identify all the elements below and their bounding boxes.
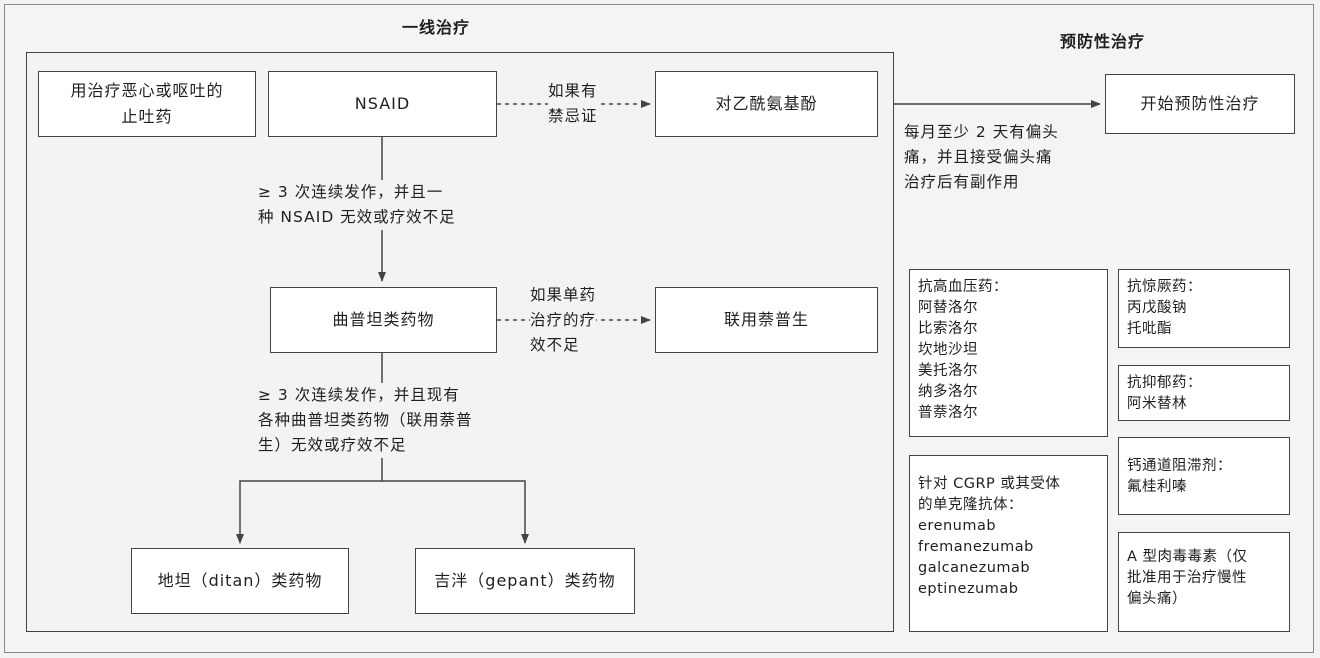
antiemetic-line-2: 止吐药 — [121, 107, 173, 126]
ditan-box: 地坦（ditan）类药物 — [131, 548, 349, 614]
antiemetic-box: 用治疗恶心或呕吐的 止吐药 — [38, 71, 256, 137]
acetaminophen-label: 对乙酰氨基酚 — [715, 94, 818, 113]
label-monotherapy-line-2: 治疗的疗 — [530, 311, 597, 329]
label-preventive-criteria-line-3: 治疗后有副作用 — [904, 173, 1020, 191]
anticonvulsants-item-2: 托吡酯 — [1127, 321, 1172, 337]
cgrp-antibodies-box: 针对 CGRP 或其受体 的单克隆抗体： erenumab fremanezum… — [909, 455, 1108, 632]
antihypertensives-item-2: 比索洛尔 — [918, 321, 978, 337]
nsaid-box: NSAID — [268, 71, 497, 137]
label-triptan-failure-line-3: 生）无效或疗效不足 — [258, 436, 407, 454]
antihypertensives-item-1: 阿替洛尔 — [918, 300, 978, 316]
label-triptan-failure-line-1: ≥ 3 次连续发作，并且现有 — [258, 386, 460, 404]
naproxen-combo-box: 联用萘普生 — [655, 287, 878, 353]
triptan-box: 曲普坦类药物 — [270, 287, 497, 353]
naproxen-combo-label: 联用萘普生 — [723, 310, 809, 329]
cgrp-item-galcanezumab: galcanezumab — [918, 560, 1031, 576]
arrow-triptan-to-gepant — [382, 480, 529, 544]
label-nsaid-failure-line-2: 种 NSAID 无效或疗效不足 — [258, 208, 456, 226]
acetaminophen-box: 对乙酰氨基酚 — [655, 71, 878, 137]
botox-line-3: 偏头痛） — [1127, 591, 1187, 607]
botox-line-1: A 型肉毒毒素（仅 — [1127, 549, 1248, 565]
calcium-blockers-box: 钙通道阻滞剂： 氟桂利嗪 — [1118, 437, 1290, 515]
label-monotherapy-line-1: 如果单药 — [530, 286, 597, 304]
cgrp-item-fremanezumab: fremanezumab — [918, 539, 1034, 555]
first-line-title: 一线治疗 — [402, 18, 471, 37]
start-preventive-box: 开始预防性治疗 — [1105, 74, 1295, 134]
anticonvulsants-box: 抗惊厥药： 丙戊酸钠 托吡酯 — [1118, 269, 1290, 348]
label-contraindication-line-2: 禁忌证 — [548, 107, 598, 125]
gepant-box: 吉泮（gepant）类药物 — [415, 548, 635, 614]
antihypertensives-heading: 抗高血压药： — [918, 279, 1008, 295]
antidepressants-item-1: 阿米替林 — [1127, 396, 1187, 412]
antihypertensives-item-5: 纳多洛尔 — [918, 384, 978, 400]
label-triptan-failure-line-2: 各种曲普坦类药物（联用萘普 — [258, 411, 473, 429]
calcium-blockers-item-1: 氟桂利嗪 — [1127, 479, 1187, 495]
cgrp-heading-line-2: 的单克隆抗体： — [918, 497, 1023, 513]
antidepressants-heading: 抗抑郁药： — [1127, 375, 1202, 391]
triptan-label: 曲普坦类药物 — [332, 310, 435, 329]
preventive-title: 预防性治疗 — [1060, 32, 1146, 51]
anticonvulsants-item-1: 丙戊酸钠 — [1127, 300, 1187, 316]
start-preventive-label: 开始预防性治疗 — [1140, 94, 1260, 113]
label-monotherapy-insufficient: 如果单药 治疗的疗 效不足 — [530, 283, 597, 358]
gepant-label: 吉泮（gepant）类药物 — [434, 571, 616, 590]
label-nsaid-failure-line-1: ≥ 3 次连续发作，并且一 — [258, 183, 444, 201]
botox-box: A 型肉毒毒素（仅 批准用于治疗慢性 偏头痛） — [1118, 532, 1290, 632]
label-contraindication: 如果有 禁忌证 — [548, 79, 598, 129]
antiemetic-line-1: 用治疗恶心或呕吐的 — [70, 81, 224, 100]
cgrp-heading-line-1: 针对 CGRP 或其受体 — [918, 476, 1061, 492]
label-nsaid-failure: ≥ 3 次连续发作，并且一 种 NSAID 无效或疗效不足 — [258, 180, 456, 230]
label-contraindication-line-1: 如果有 — [548, 82, 598, 100]
label-triptan-failure: ≥ 3 次连续发作，并且现有 各种曲普坦类药物（联用萘普 生）无效或疗效不足 — [258, 383, 473, 458]
calcium-blockers-heading: 钙通道阻滞剂： — [1127, 458, 1232, 474]
anticonvulsants-heading: 抗惊厥药： — [1127, 279, 1202, 295]
cgrp-item-eptinezumab: eptinezumab — [918, 581, 1019, 597]
nsaid-label: NSAID — [354, 94, 411, 113]
botox-line-2: 批准用于治疗慢性 — [1127, 570, 1247, 586]
ditan-label: 地坦（ditan）类药物 — [157, 571, 323, 590]
label-preventive-criteria-line-1: 每月至少 2 天有偏头 — [904, 123, 1059, 141]
antihypertensives-item-3: 坎地沙坦 — [918, 342, 978, 358]
antihypertensives-item-4: 美托洛尔 — [918, 363, 978, 379]
label-preventive-criteria: 每月至少 2 天有偏头 痛，并且接受偏头痛 治疗后有副作用 — [904, 120, 1059, 195]
label-preventive-criteria-line-2: 痛，并且接受偏头痛 — [904, 148, 1053, 166]
cgrp-item-erenumab: erenumab — [918, 518, 997, 534]
label-monotherapy-line-3: 效不足 — [530, 336, 580, 354]
antidepressants-box: 抗抑郁药： 阿米替林 — [1118, 365, 1290, 421]
antihypertensives-item-6: 普萘洛尔 — [918, 405, 978, 421]
antihypertensives-box: 抗高血压药： 阿替洛尔 比索洛尔 坎地沙坦 美托洛尔 纳多洛尔 普萘洛尔 — [909, 269, 1108, 437]
